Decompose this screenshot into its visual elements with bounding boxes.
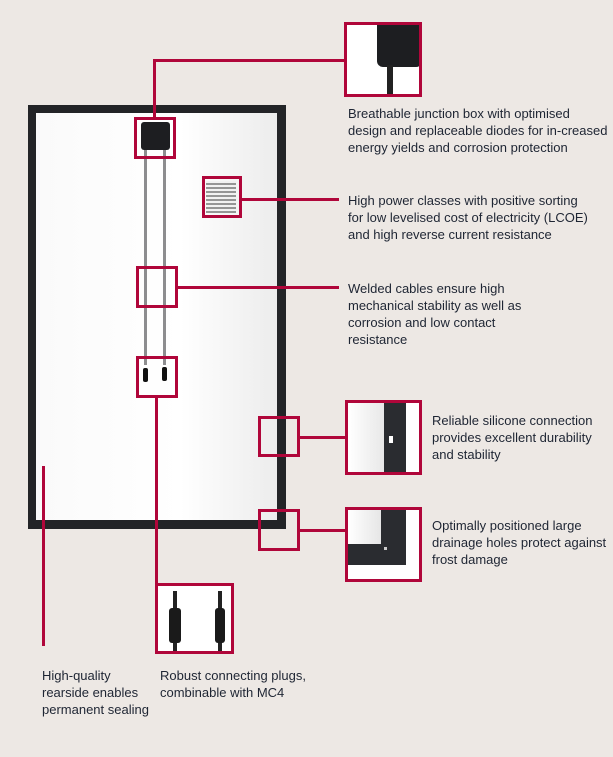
plugs-highlight: [136, 356, 178, 398]
leader-line: [153, 59, 156, 118]
welded-cables-text: Welded cables ensure high mechanical sta…: [348, 281, 522, 347]
drainage-detail: [345, 507, 422, 582]
power-classes-text: High power classes with positive sorting…: [348, 193, 588, 242]
rearside-text: High-quality rearside enables permanent …: [42, 668, 149, 717]
cable-right: [163, 150, 166, 365]
leader-line: [153, 59, 346, 62]
leader-line: [299, 436, 346, 439]
plug-left: [143, 368, 148, 382]
junction-box: [141, 122, 170, 150]
leader-line: [42, 466, 45, 646]
plug-right: [162, 367, 167, 381]
cables-highlight: [136, 266, 178, 308]
label-highlight: [202, 176, 242, 218]
type-label: [206, 181, 236, 213]
drainage-text: Optimally positioned large drainage hole…: [432, 518, 607, 567]
silicone-text: Reliable silicone connection provides ex…: [432, 413, 593, 462]
junction-box-highlight: [134, 117, 176, 159]
leader-line: [177, 286, 339, 289]
cable-left: [144, 150, 147, 365]
plugs-text: Robust connecting plugs, combinable with…: [160, 668, 306, 700]
junction-box-detail: [344, 22, 422, 97]
leader-line: [155, 397, 158, 585]
drainage-highlight: [258, 509, 300, 551]
plugs-detail: [155, 583, 234, 654]
leader-line: [299, 529, 346, 532]
junction-box-text: Breathable junction box with optimised d…: [348, 106, 608, 155]
leader-line: [241, 198, 339, 201]
silicone-highlight: [258, 416, 300, 457]
silicone-detail: [345, 400, 422, 475]
